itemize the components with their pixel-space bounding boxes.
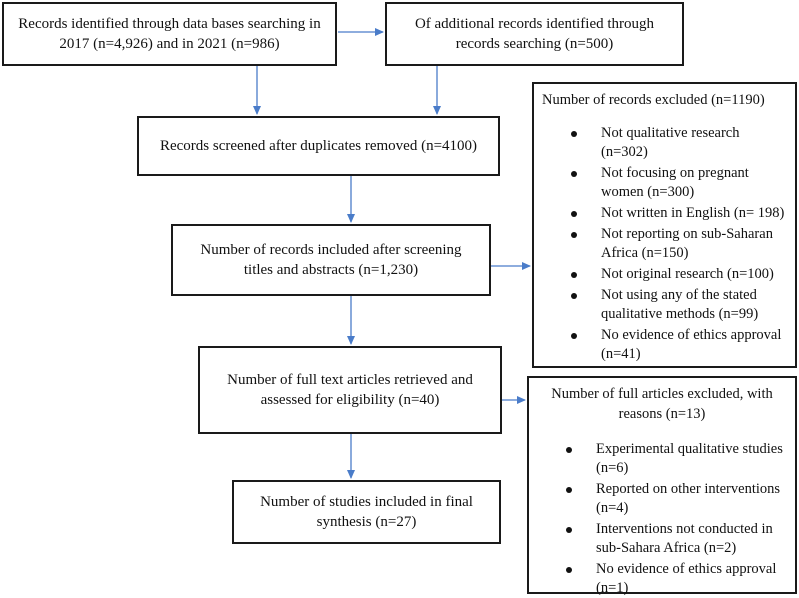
additional-records-box: Of additional records identified through… (385, 2, 684, 66)
records-screened-box: Records screened after duplicates remove… (137, 116, 500, 176)
full-articles-excluded-list: Experimental qualitative studies (n=6) R… (529, 440, 789, 598)
excluded-reason: Not reporting on sub-Saharan Africa (n=1… (534, 225, 787, 263)
records-excluded-box: Number of records excluded (n=1190) Not … (532, 82, 797, 368)
full-articles-excluded-heading: Number of full articles excluded, with r… (551, 386, 773, 422)
excluded-reason: Not using any of the stated qualitative … (534, 286, 787, 324)
full-articles-excluded-box: Number of full articles excluded, with r… (527, 376, 797, 596)
records-identified-text: Records identified through data bases se… (18, 16, 321, 52)
excluded-reason: No evidence of ethics approval (n=1) (529, 560, 789, 598)
records-included-box: Number of records included after screeni… (171, 224, 491, 296)
excluded-reason: Not written in English (n= 198) (534, 204, 787, 223)
final-synthesis-text: Number of studies included in final synt… (260, 494, 473, 530)
excluded-reason: Experimental qualitative studies (n=6) (529, 440, 789, 478)
excluded-reason: Not qualitative research (n=302) (534, 124, 787, 162)
excluded-reason: No evidence of ethics approval (n=41) (534, 326, 787, 364)
records-identified-box: Records identified through data bases se… (2, 2, 337, 66)
final-synthesis-box: Number of studies included in final synt… (232, 480, 501, 544)
full-text-assessed-text: Number of full text articles retrieved a… (227, 372, 473, 408)
records-screened-text: Records screened after duplicates remove… (159, 138, 478, 154)
excluded-reason: Reported on other interventions (n=4) (529, 480, 789, 518)
records-excluded-list: Not qualitative research (n=302) Not foc… (534, 124, 787, 364)
additional-records-text: Of additional records identified through… (414, 16, 655, 52)
records-excluded-heading: Number of records excluded (n=1190) (542, 92, 765, 108)
records-included-text: Number of records included after screeni… (200, 242, 462, 278)
excluded-reason: Not original research (n=100) (534, 265, 787, 284)
full-text-assessed-box: Number of full text articles retrieved a… (198, 346, 502, 434)
excluded-reason: Not focusing on pregnant women (n=300) (534, 164, 787, 202)
excluded-reason: Interventions not conducted in sub-Sahar… (529, 520, 789, 558)
